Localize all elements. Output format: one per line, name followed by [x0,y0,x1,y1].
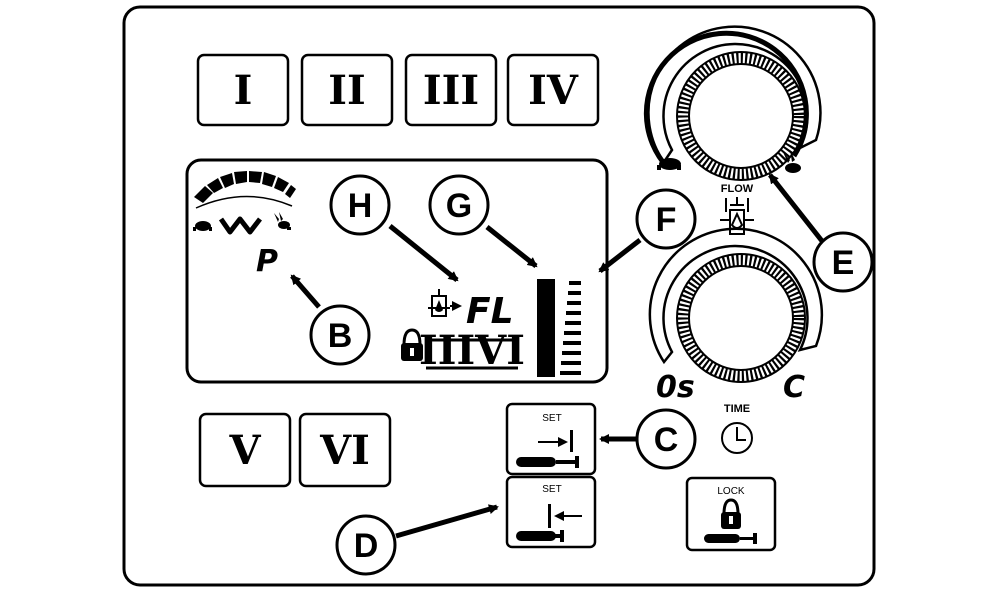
wave-icon [218,216,262,235]
time-min-label: 0s [656,370,695,405]
turtle-icon [193,221,212,231]
callout-d: D [335,514,397,576]
flow-min-turtle-icon [657,158,681,170]
set-in-button[interactable]: SET [505,402,597,476]
callout-e-label: E [832,244,855,282]
memory-button-6-label: VI [319,427,370,474]
flow-small-icon [428,289,462,317]
memory-button-6[interactable]: VI [298,412,392,488]
lcd-fl-text: FL [466,291,514,332]
arrow-e [768,173,824,243]
cylinder-icon [516,456,579,468]
memory-button-1[interactable]: I [196,53,290,127]
time-knob[interactable] [648,227,824,383]
arrow-g [485,225,538,268]
lock-cylinder-icon [704,533,757,544]
arrow-d [395,504,499,539]
set-in-label: SET [542,413,561,424]
callout-h: H [329,174,391,236]
memory-button-4[interactable]: IV [506,53,600,127]
cylinder-retracted-icon [516,530,564,542]
memory-button-3[interactable]: III [404,53,498,127]
lcd-vertical-bar [537,279,555,377]
padlock-icon [721,498,741,529]
lcd-bar-graph [560,281,581,375]
time-max-label: C [783,370,805,405]
callout-f-label: F [656,201,677,239]
lcd-display: P FL IIIVI [185,158,609,384]
flow-label: FLOW [721,183,754,195]
arrow-b [290,274,321,309]
callout-g-label: G [446,187,472,225]
callout-c-label: C [654,421,679,459]
memory-button-5[interactable]: V [198,412,292,488]
flow-max-rabbit-icon [783,150,801,173]
arrow-f [598,238,642,273]
memory-button-5-label: V [228,427,261,474]
callout-f: F [635,188,697,250]
memory-button-2-label: II [328,67,365,114]
memory-button-4-label: IV [528,67,579,114]
speed-bar-icon [194,171,296,209]
callout-e: E [812,231,874,293]
time-label: TIME [724,403,750,415]
lock-label: LOCK [717,486,745,497]
memory-button-1-label: I [234,67,253,114]
lcd-p-indicator: P [256,244,278,279]
callout-h-label: H [348,187,373,225]
lcd-memory-numbers: IIIVI [419,327,525,374]
memory-button-3-label: III [423,67,479,114]
lcd-lock-icon [401,328,423,361]
arrow-h [388,224,459,282]
callout-b-label: B [328,317,353,355]
flow-knob[interactable] [643,25,822,181]
set-out-label: SET [542,484,561,495]
callout-g: G [428,174,490,236]
set-out-button[interactable]: SET [505,475,597,549]
lock-button[interactable]: LOCK [685,476,777,552]
callout-d-label: D [354,527,379,565]
callout-c: C [635,408,697,470]
callout-b: B [309,304,371,366]
callout-arrows [290,173,824,539]
clock-icon [721,422,753,454]
memory-button-2[interactable]: II [300,53,394,127]
rabbit-icon [274,212,291,230]
